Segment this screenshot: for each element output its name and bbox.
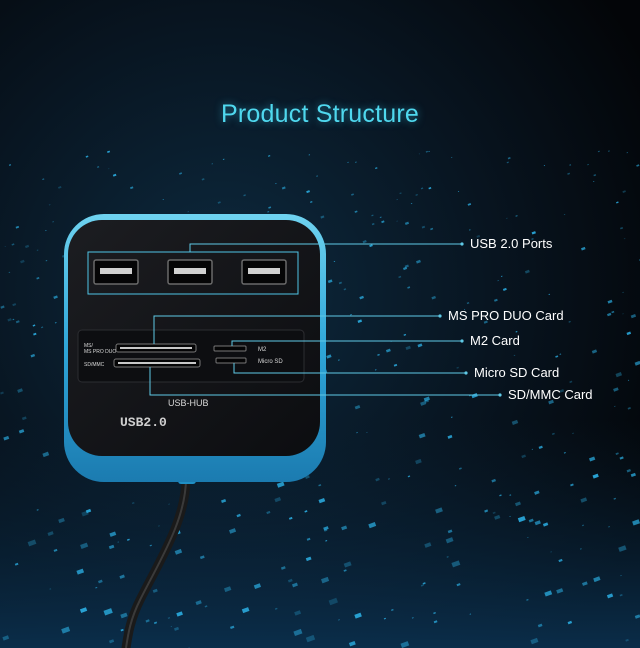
- callout-sd-mmc: SD/MMC Card: [508, 387, 593, 402]
- m2-slot: [213, 345, 247, 352]
- sd-mmc-slot-label: SD/MMC: [84, 362, 105, 368]
- micro-sd-slot: [215, 357, 247, 364]
- callout-usb-ports: USB 2.0 Ports: [470, 236, 553, 251]
- callout-micro-sd: Micro SD Card: [474, 365, 560, 380]
- callout-m2: M2 Card: [470, 333, 520, 348]
- usb-port-1: [93, 259, 139, 285]
- card-reader-panel: [77, 329, 305, 383]
- ms-pro-duo-slot-label: MS PRO DUO: [84, 349, 116, 355]
- hub-label: USB-HUB: [168, 398, 209, 408]
- usb-port-3: [241, 259, 287, 285]
- leader-sd-mmc: [149, 367, 500, 396]
- ms-slot-label: MS/: [84, 343, 94, 349]
- leader-usb-ports: [189, 243, 462, 252]
- leader-m2: [231, 340, 462, 346]
- usb-port-2: [167, 259, 213, 285]
- usb-version-label: USB2.0: [120, 415, 167, 430]
- callout-ms-pro-duo: MS PRO DUO Card: [448, 308, 564, 323]
- m2-slot-label: M2: [258, 347, 267, 353]
- page-title: Product Structure: [221, 100, 419, 128]
- leader-ms-pro-duo: [153, 315, 440, 344]
- leader-micro-sd: [233, 363, 466, 374]
- usb-cable: [121, 473, 191, 648]
- micro-sd-slot-label: Micro SD: [258, 359, 283, 365]
